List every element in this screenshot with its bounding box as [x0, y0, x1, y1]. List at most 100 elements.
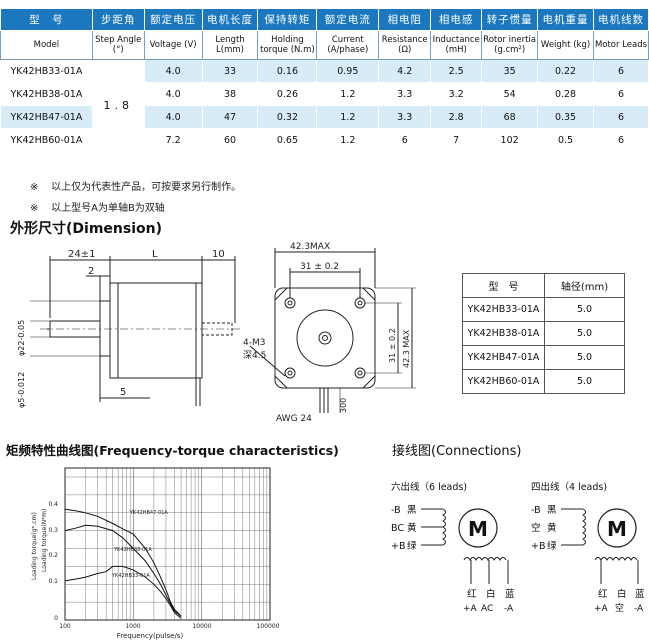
th-en-resistance: Resistance (Ω): [378, 30, 432, 60]
dim-2: 2: [88, 266, 94, 277]
table-row: YK42HB47-01A 4.0 47 0.32 1.2 3.3 2.8 68 …: [0, 105, 649, 129]
th-en-model: Model: [0, 30, 93, 60]
th-voltage: 额定电压: [143, 8, 203, 31]
connections-title: 接线图(Connections): [392, 444, 522, 459]
cell-voltage: 4.0: [143, 82, 203, 106]
six-coil-b-upper: [442, 508, 446, 528]
cell-inductance: 7: [430, 128, 483, 152]
six-bottom-sig-3: -A: [504, 604, 514, 614]
cell-inertia: 54: [481, 82, 539, 106]
dim-24: 24±1: [68, 249, 95, 260]
cell-current: 0.95: [316, 59, 380, 83]
cell-weight: 0.28: [537, 82, 594, 106]
shaft-cell-model: YK42HB38-01A: [462, 321, 545, 346]
awg-label: AWG 24: [276, 414, 312, 423]
four-bottom-sig-2: 空: [615, 602, 624, 614]
dim-5: 5: [120, 387, 126, 398]
x-axis-label: Frequency(pulse/s): [117, 632, 184, 640]
freq-torque-chart: 0.4 0.3 0.2 0.1 0 100 1000 10000 100000 …: [31, 467, 280, 640]
cell-inertia: 35: [481, 59, 539, 83]
table-row: YK42HB38-01A 5.0: [462, 321, 625, 346]
th-leads: 电机线数: [593, 8, 649, 31]
cell-torque: 0.26: [257, 82, 318, 106]
six-color-3: 绿: [407, 540, 417, 552]
motor-front-body: [274, 287, 376, 389]
six-lead-title: 六出线（6 leads): [391, 481, 467, 493]
series-line-3: [64, 565, 182, 619]
dim-l: L: [152, 249, 158, 260]
spec-header-en: Model Step Angle (°) Voltage (V) Length …: [0, 30, 649, 60]
cell-inductance: 2.5: [430, 59, 483, 83]
six-coil-a: [463, 557, 507, 561]
four-bottom-sig-1: +A: [594, 604, 609, 614]
table-row: YK42HB60-01A 7.2 60 0.65 1.2 6 7 102 0.5…: [0, 128, 649, 152]
wire-length: 300: [339, 398, 348, 413]
four-color-2: 黄: [547, 522, 557, 534]
cell-inertia: 68: [481, 105, 539, 129]
shaft-cell-model: YK42HB33-01A: [462, 297, 545, 322]
cell-torque: 0.65: [257, 128, 318, 152]
cell-resistance: 3.3: [378, 105, 432, 129]
depth-note: 深4.5: [243, 350, 266, 361]
spec-table: 型 号 步距角 额定电压 电机长度 保持转矩 额定电流 相电阻 相电感 转子惯量…: [0, 8, 649, 152]
six-sig-1: -B: [391, 505, 401, 516]
th-en-voltage: Voltage (V): [143, 30, 203, 60]
th-current: 额定电流: [316, 8, 380, 31]
th-en-torque: Holding torque (N.m): [257, 30, 318, 60]
cell-leads: 6: [593, 128, 649, 152]
th-inertia: 转子惯量: [481, 8, 539, 31]
six-color-1: 黑: [407, 505, 417, 516]
cell-inductance: 2.8: [430, 105, 483, 129]
cell-current: 1.2: [316, 128, 380, 152]
cell-resistance: 3.3: [378, 82, 432, 106]
cell-weight: 0.35: [537, 105, 594, 129]
cell-model: YK42HB60-01A: [0, 128, 93, 152]
cell-length: 47: [201, 105, 259, 129]
dimension-drawing: 24±1 L 10 2 5 42.3MAX 31 ± 0.2 4-M3 深4.5…: [17, 242, 416, 423]
dim-31-vertical: 31 ± 0.2: [388, 328, 397, 363]
cell-inertia: 102: [481, 128, 539, 152]
four-motor-circle: [597, 508, 637, 548]
th-torque: 保持转矩: [257, 8, 318, 31]
dim-shaft-22: φ22-0.05: [17, 320, 26, 356]
motor-side-body: [109, 282, 203, 379]
th-step: 步距角: [91, 8, 145, 31]
series-line-1: [64, 508, 182, 617]
four-color-3: 绿: [547, 540, 557, 552]
cell-length: 33: [201, 59, 259, 83]
note-mark: ※: [30, 182, 39, 193]
wiring-diagram: 六出线（6 leads) 四出线（4 leads) -B 黑 BC 黄 +B 绿…: [391, 481, 645, 614]
note-2: ※ 以上型号A为单轴B为双轴: [30, 199, 165, 214]
th-en-length: Length L(mm): [201, 30, 259, 60]
shaft-cell-model: YK42HB47-01A: [462, 345, 545, 370]
th-en-leads: Motor Leads: [593, 30, 649, 60]
y-axis-label-a: Loading torque(g*.cm): [31, 512, 38, 580]
six-motor-circle: [458, 508, 498, 548]
spec-header-cn: 型 号 步距角 额定电压 电机长度 保持转矩 额定电流 相电阻 相电感 转子惯量…: [0, 8, 649, 31]
th-en-current: Current (A/phase): [316, 30, 380, 60]
y-axis-label-b: Loading torque(N*m): [41, 509, 48, 572]
cell-length: 60: [201, 128, 259, 152]
pilot-circle: [296, 309, 354, 367]
table-row: YK42HB38-01A 4.0 38 0.26 1.2 3.3 3.2 54 …: [0, 82, 649, 106]
shaft-cell-dia: 5.0: [544, 321, 625, 346]
cell-model: YK42HB38-01A: [0, 82, 93, 106]
note-text: 以上仅为代表性产品，可按要求另行制作。: [51, 182, 242, 193]
th-en-inertia: Rotor inertia (g.cm²): [481, 30, 539, 60]
y-tick-label: 0.4: [48, 501, 58, 508]
cell-weight: 0.22: [537, 59, 594, 83]
cell-step-angle: 1.8: [91, 59, 145, 152]
x-tick-label: 1000: [125, 623, 140, 630]
six-motor-label: M: [468, 517, 488, 541]
six-bottom-sig-1: +A: [463, 604, 478, 614]
note-mark: ※: [30, 203, 39, 214]
th-en-step: Step Angle (°): [91, 30, 145, 60]
note-text: 以上型号A为单轴B为双轴: [51, 203, 165, 214]
table-row: YK42HB47-01A 5.0: [462, 345, 625, 370]
six-bottom-color-2: 白: [486, 588, 496, 600]
shaft-th-model: 型 号: [462, 273, 545, 298]
six-color-2: 黄: [407, 522, 417, 534]
cell-model: YK42HB47-01A: [0, 105, 93, 129]
x-tick-label: 100000: [257, 623, 280, 630]
series-label-47: YK42HB47-01A: [129, 510, 168, 516]
